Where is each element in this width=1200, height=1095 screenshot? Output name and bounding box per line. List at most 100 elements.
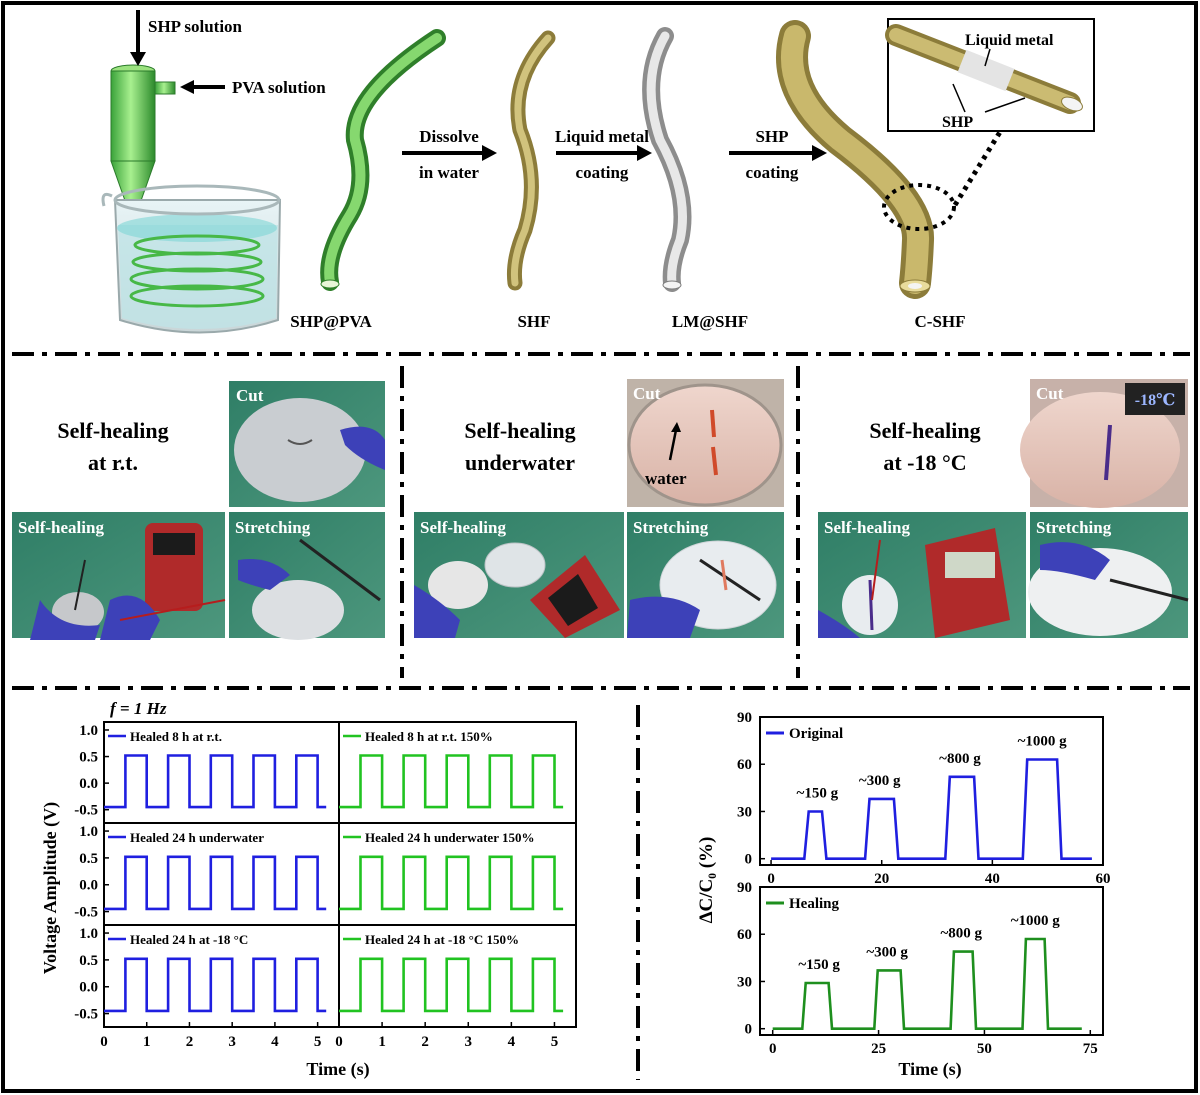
photo-selfheal-freezing: Self-healing	[818, 512, 1026, 638]
panel-voltage-charts: f = 1 Hz Voltage Amplitude (V) Time (s) …	[40, 699, 577, 1080]
voltage-xtick-label-0-5: 5	[314, 1034, 322, 1050]
photo-stretch-underwater-label: Stretching	[633, 518, 709, 537]
frequency-annotation: f = 1 Hz	[110, 699, 167, 718]
structure-inset: Liquid metal SHP	[885, 18, 1095, 132]
fiber-lm-shf	[642, 27, 692, 292]
group-3-title-line1: Self-healing	[869, 418, 980, 443]
photo-stretch-freezing-label: Stretching	[1036, 518, 1112, 537]
panel-fabrication: SHP solution PVA solution	[101, 10, 1095, 334]
capacitance-step-label-0-0: ~150 g	[797, 785, 839, 801]
photo-stretch-rt-label: Stretching	[235, 518, 311, 537]
voltage-xtick-label-1-2: 2	[421, 1034, 429, 1050]
voltage-ytick-label-0-0: -0.5	[74, 803, 98, 819]
photo-cut-freezing-label: Cut	[1036, 384, 1064, 403]
photo-cut-underwater-label: Cut	[633, 384, 661, 403]
capacitance-series-1	[772, 937, 1082, 1030]
capacitance-y-axis-label: ΔC/C₀ (%)	[696, 837, 717, 924]
voltage-xtick-label-1-5: 5	[551, 1034, 559, 1050]
capacitance-ytick-label-0-3: 90	[737, 710, 752, 726]
step-1-line1: Dissolve	[419, 127, 479, 146]
voltage-series-4	[104, 957, 327, 1013]
voltage-legend-label-3: Healed 24 h underwater 150%	[365, 830, 534, 845]
zoom-circle	[882, 183, 956, 231]
photo-stretch-underwater: Stretching	[627, 512, 784, 638]
group-2-title-line1: Self-healing	[464, 418, 575, 443]
capacitance-step-label-1-2: ~800 g	[940, 926, 982, 942]
capacitance-step-label-0-2: ~800 g	[939, 751, 981, 767]
voltage-ytick-label-1-0: -0.5	[74, 905, 98, 921]
fiber-c-shf	[776, 20, 956, 299]
photo-cut-rt: Cut	[229, 381, 385, 507]
capacitance-legend-label-1: Healing	[789, 896, 840, 912]
group-3-title-line2: at -18 °C	[883, 450, 966, 475]
voltage-xtick-label-1-1: 1	[378, 1034, 386, 1050]
shp-solution-label: SHP solution	[148, 17, 243, 36]
capacitance-xtick-label-0-3: 60	[1096, 871, 1111, 887]
photo-stretch-rt: Stretching	[229, 512, 385, 640]
fiber-label-shf: SHF	[517, 312, 550, 331]
voltage-legend-label-4: Healed 24 h at -18 °C	[130, 932, 248, 947]
voltage-xtick-label-1-0: 0	[335, 1034, 343, 1050]
capacitance-ytick-label-0-1: 30	[737, 804, 752, 820]
step-1-line2: in water	[419, 163, 479, 182]
voltage-xtick-label-1-4: 4	[508, 1034, 516, 1050]
capacitance-xtick-label-1-2: 50	[977, 1041, 992, 1057]
voltage-legend-label-1: Healed 8 h at r.t. 150%	[365, 729, 493, 744]
photo-selfheal-underwater: Self-healing	[414, 512, 624, 638]
capacitance-x-axis-label: Time (s)	[898, 1059, 961, 1080]
photo-cut-underwater: water Cut	[627, 379, 784, 507]
photo-selfheal-freezing-label: Self-healing	[824, 518, 910, 537]
capacitance-xtick-label-0-0: 0	[767, 871, 775, 887]
capacitance-xtick-label-1-1: 25	[871, 1041, 886, 1057]
voltage-legend-label-5: Healed 24 h at -18 °C 150%	[365, 932, 519, 947]
voltage-ytick-label-2-0: -0.5	[74, 1007, 98, 1023]
group-2-title-line2: underwater	[465, 450, 575, 475]
capacitance-step-label-1-1: ~300 g	[866, 944, 908, 960]
voltage-legend-label-2: Healed 24 h underwater	[130, 830, 264, 845]
voltage-series-5	[339, 957, 564, 1013]
voltage-ytick-label-1-3: 1.0	[79, 824, 98, 840]
capacitance-xtick-label-1-3: 75	[1083, 1041, 1098, 1057]
voltage-series-0	[104, 754, 327, 809]
voltage-legend-label-0: Healed 8 h at r.t.	[130, 729, 222, 744]
inset-liquid-metal-label: Liquid metal	[965, 32, 1054, 49]
capacitance-step-label-1-3: ~1000 g	[1011, 913, 1061, 929]
step-2-line1: Liquid metal	[555, 127, 649, 146]
capacitance-ytick-label-0-0: 0	[745, 852, 753, 868]
voltage-xtick-label-1-3: 3	[465, 1034, 473, 1050]
photo-selfheal-underwater-label: Self-healing	[420, 518, 506, 537]
photo-selfheal-rt: Self-healing	[12, 512, 226, 640]
photo-cut-freezing: -18℃ Cut	[1020, 379, 1188, 508]
fiber-shf	[507, 30, 556, 291]
water-label: water	[645, 469, 687, 488]
capacitance-step-label-1-0: ~150 g	[798, 957, 840, 973]
voltage-series-3	[339, 855, 564, 911]
voltage-y-axis-label: Voltage Amplitude (V)	[40, 802, 61, 974]
voltage-ytick-label-1-2: 0.5	[79, 851, 98, 867]
capacitance-top-frame	[759, 716, 1104, 866]
fiber-label-c-shf: C-SHF	[915, 312, 966, 331]
thermometer-readout: -18℃	[1135, 392, 1176, 409]
photo-cut-rt-label: Cut	[236, 386, 264, 405]
group-1-title-line2: at r.t.	[88, 450, 138, 475]
voltage-ytick-label-0-3: 1.0	[79, 723, 98, 739]
voltage-ytick-label-2-2: 0.5	[79, 953, 98, 969]
voltage-xtick-label-0-4: 4	[271, 1034, 279, 1050]
fiber-label-lm-shf: LM@SHF	[672, 312, 748, 331]
capacitance-ytick-label-1-1: 30	[737, 974, 752, 990]
capacitance-marks: Original~150 g~300 g~800 g~1000 g0306090…	[737, 710, 1111, 1057]
capacitance-xtick-label-0-2: 40	[985, 871, 1000, 887]
voltage-ytick-label-0-2: 0.5	[79, 750, 98, 766]
voltage-ytick-label-2-1: 0.0	[79, 980, 98, 996]
beaker	[101, 184, 282, 334]
voltage-xtick-label-0-1: 1	[143, 1034, 151, 1050]
capacitance-bottom-frame	[759, 886, 1104, 1036]
inset-shp-label: SHP	[942, 114, 973, 131]
capacitance-series-0	[771, 758, 1092, 860]
step-3-line2: coating	[746, 163, 799, 182]
group-1-title-line1: Self-healing	[57, 418, 168, 443]
voltage-series-1	[339, 754, 564, 809]
voltage-ytick-label-0-1: 0.0	[79, 776, 98, 792]
capacitance-step-label-0-1: ~300 g	[859, 773, 901, 789]
capacitance-step-label-0-3: ~1000 g	[1018, 734, 1068, 750]
